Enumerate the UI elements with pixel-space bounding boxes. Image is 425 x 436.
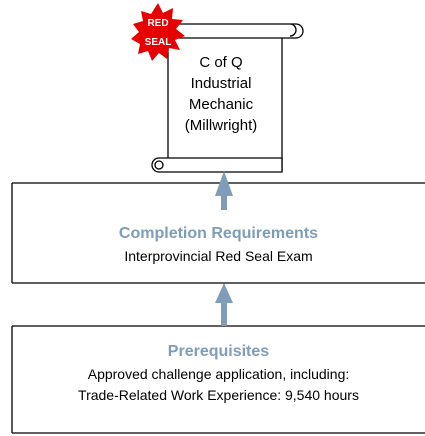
scroll-bottom-curl: [154, 160, 164, 170]
completion-requirements-title: Completion Requirements: [118, 225, 319, 242]
red-seal-label: RED SEAL: [138, 14, 178, 52]
red-seal-label-line: RED: [147, 18, 169, 29]
scroll-top-curl: [289, 23, 297, 37]
certificate-line: Industrial: [190, 75, 252, 92]
completion-requirements-section: Completion Requirements Interprovincial …: [12, 223, 425, 267]
certificate-line: Mechanic: [188, 96, 254, 113]
completion-requirements-body: Interprovincial Red Seal Exam: [124, 248, 313, 264]
certificate-line: C of Q: [199, 54, 243, 71]
prerequisites-title: Prerequisites: [167, 343, 270, 360]
arrow-up-icon: [215, 283, 233, 326]
prerequisites-body-line: Approved challenge application, includin…: [87, 366, 350, 382]
certificate-title: C of Q Industrial Mechanic (Millwright): [172, 52, 270, 136]
red-seal-label-line: SEAL: [144, 37, 172, 48]
prerequisites-body-line: Trade-Related Work Experience: 9,540 hou…: [78, 387, 359, 403]
certificate-scroll: [151, 23, 304, 173]
red-seal-badge-icon: [131, 3, 185, 61]
certificate-line: (Millwright): [184, 117, 258, 134]
scroll-bottom-roll: [151, 157, 283, 173]
prerequisites-section: Prerequisites Approved challenge applica…: [12, 342, 425, 406]
arrow-up-icon: [215, 171, 233, 210]
